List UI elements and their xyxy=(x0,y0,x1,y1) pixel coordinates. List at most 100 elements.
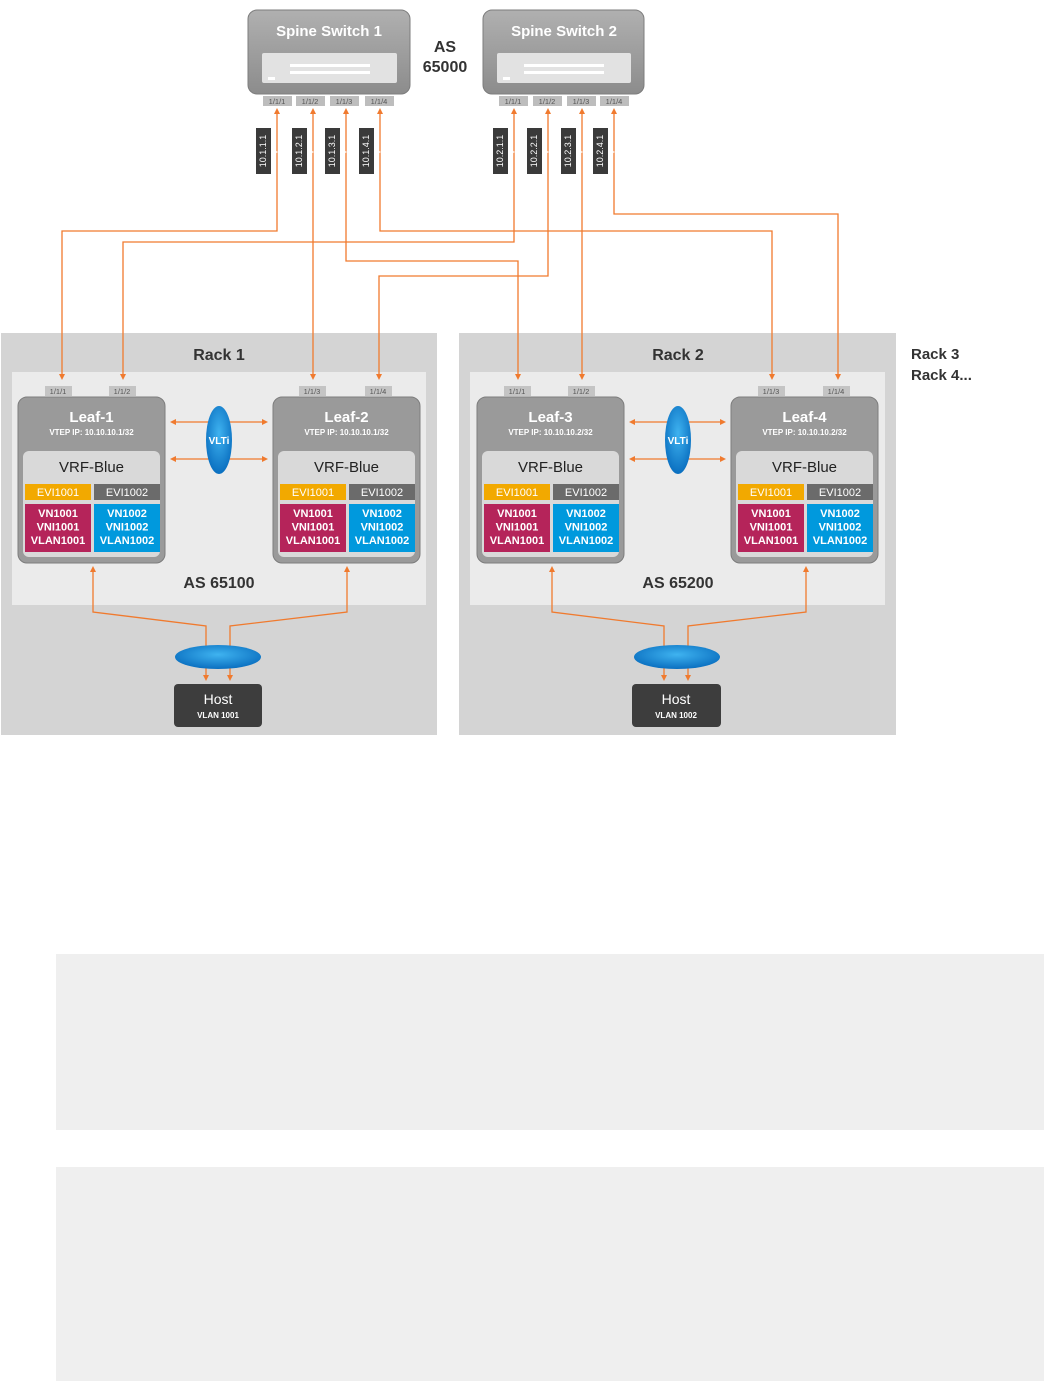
spine-port-label: 1/1/1 xyxy=(269,97,286,106)
uplink-ip-label: 10.2.4.1 xyxy=(595,135,605,168)
vn-label: VNI1002 xyxy=(565,522,608,534)
vrf-name: VRF-Blue xyxy=(518,459,583,476)
vn-label: VNI1001 xyxy=(750,522,793,534)
vn-label: VNI1002 xyxy=(106,522,149,534)
uplink-ip-label: 10.2.3.1 xyxy=(563,135,573,168)
spine-switch-1: Spine Switch 1 1/1/1 1/1/2 1/1/3 1/1/4 xyxy=(247,9,411,106)
leaf-vtep-ip: VTEP IP: 10.10.10.2/32 xyxy=(508,428,593,437)
evi-tag xyxy=(484,484,550,500)
more-racks-label: Rack 4... xyxy=(911,367,972,384)
evi-tag xyxy=(349,484,415,500)
vn-label: VN1001 xyxy=(751,508,791,520)
vlti-ellipse: VLTi xyxy=(206,406,232,474)
cable-s1p4-leaf4 xyxy=(379,110,773,378)
vn-label: VN1001 xyxy=(293,508,333,520)
rack-title: Rack 1 xyxy=(193,347,245,364)
vn-block xyxy=(280,504,346,552)
leaf-name: Leaf-2 xyxy=(324,409,368,426)
vn-block xyxy=(738,504,804,552)
host-rack-1: Host VLAN 1001 xyxy=(174,684,262,727)
uplink-ip-label: 10.1.4.1 xyxy=(361,135,371,168)
leaf-name: Leaf-3 xyxy=(528,409,572,426)
leaf-port-label: 1/1/4 xyxy=(828,387,845,396)
vn-label: VN1002 xyxy=(820,508,860,520)
evi-tag xyxy=(738,484,804,500)
vn-label: VLAN1002 xyxy=(559,535,613,547)
vn-label: VNI1001 xyxy=(292,522,335,534)
vn-block xyxy=(484,504,550,552)
evi-label: EVI1001 xyxy=(750,487,792,499)
spine-switch-2: Spine Switch 2 1/1/1 1/1/2 1/1/3 1/1/4 xyxy=(482,9,645,106)
cable-s2p2-leaf2 xyxy=(378,110,549,378)
leaf-port-label: 1/1/4 xyxy=(370,387,387,396)
leaf-ports xyxy=(45,386,850,396)
vn-label: VN1001 xyxy=(38,508,78,520)
vn-label: VLAN1002 xyxy=(100,535,154,547)
leaf-port-label: 1/1/3 xyxy=(763,387,780,396)
host-name: Host xyxy=(204,691,233,707)
evi-label: EVI1002 xyxy=(819,487,861,499)
uplink-ip-tags: 10.1.1.1 10.1.2.1 10.1.3.1 10.1.4.1 10.2… xyxy=(256,128,615,174)
code-block xyxy=(56,954,1044,1130)
vn-label: VLAN1002 xyxy=(355,535,409,547)
port-panel xyxy=(262,53,397,83)
port-panel xyxy=(497,53,631,83)
host-vlan: VLAN 1002 xyxy=(655,711,697,720)
vn-block xyxy=(553,504,619,552)
network-topology-diagram: Rack 1 AS 65100 Rack 2 AS 65200 Rack 3 R… xyxy=(1,9,972,735)
spine-port-label: 1/1/4 xyxy=(371,97,388,106)
spine-port-label: 1/1/3 xyxy=(336,97,353,106)
evi-label: EVI1002 xyxy=(361,487,403,499)
spine-port-label: 1/1/1 xyxy=(505,97,522,106)
rack-as-number: AS 65100 xyxy=(183,575,254,592)
evi-label: EVI1001 xyxy=(292,487,334,499)
spine-ports: 1/1/1 1/1/2 1/1/3 1/1/4 xyxy=(499,96,629,106)
evi-tag xyxy=(807,484,873,500)
host-vlan: VLAN 1001 xyxy=(197,711,239,720)
uplink-ip-label: 10.1.1.1 xyxy=(258,135,268,168)
spine-port-label: 1/1/3 xyxy=(573,97,590,106)
cable-s1p3-leaf3 xyxy=(345,110,519,378)
leaf-port-label: 1/1/1 xyxy=(509,387,526,396)
leaf-port-label: 1/1/2 xyxy=(573,387,590,396)
cable-arrow-heads xyxy=(59,108,841,380)
vlti-ellipse: VLTi xyxy=(665,406,691,474)
leaf-port-label: 1/1/1 xyxy=(50,387,67,396)
leaf-port-label: 1/1/2 xyxy=(114,387,131,396)
vn-label: VNI1002 xyxy=(819,522,862,534)
leaf-vtep-ip: VTEP IP: 10.10.10.1/32 xyxy=(304,428,389,437)
vlti-label: VLTi xyxy=(209,436,230,447)
uplink-ip-label: 10.1.3.1 xyxy=(327,135,337,168)
evi-label: EVI1001 xyxy=(496,487,538,499)
evi-tag xyxy=(280,484,346,500)
spine-as-label: AS xyxy=(434,39,457,56)
vn-label: VN1001 xyxy=(497,508,537,520)
host-name: Host xyxy=(662,691,691,707)
port-leds xyxy=(503,64,604,80)
vrf-name: VRF-Blue xyxy=(314,459,379,476)
uplink-ip-label: 10.1.2.1 xyxy=(294,135,304,168)
evi-label: EVI1001 xyxy=(37,487,79,499)
vn-block xyxy=(94,504,160,552)
evi-tag xyxy=(94,484,160,500)
spine-as-number: 65000 xyxy=(423,59,468,76)
leaf-name: Leaf-4 xyxy=(782,409,827,426)
cable-s1p1-leaf1 xyxy=(61,110,278,378)
vn-label: VLAN1001 xyxy=(744,535,798,547)
spine-name: Spine Switch 1 xyxy=(276,23,382,40)
spine-ports: 1/1/1 1/1/2 1/1/3 1/1/4 xyxy=(263,96,394,106)
lag-ellipse xyxy=(634,645,720,669)
cable-s2p4-leaf4 xyxy=(613,110,839,378)
spine-port-label: 1/1/2 xyxy=(302,97,319,106)
vn-label: VNI1001 xyxy=(37,522,80,534)
vrf-name: VRF-Blue xyxy=(772,459,837,476)
evi-label: EVI1002 xyxy=(565,487,607,499)
leaf-vtep-ip: VTEP IP: 10.10.10.1/32 xyxy=(49,428,134,437)
host-rack-2: Host VLAN 1002 xyxy=(632,684,721,727)
vn-label: VN1002 xyxy=(107,508,147,520)
vn-block xyxy=(349,504,415,552)
